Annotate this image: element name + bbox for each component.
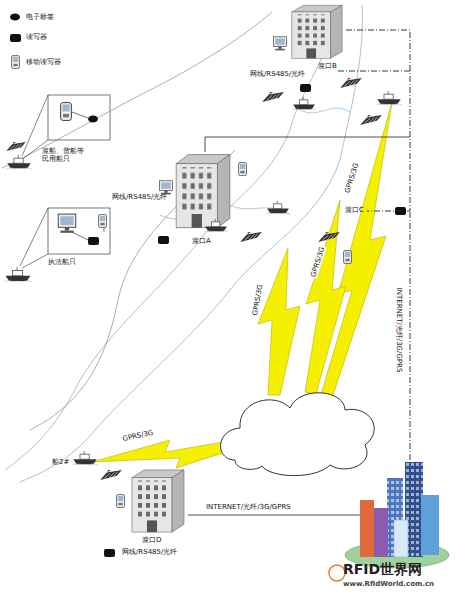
ship-icon bbox=[7, 155, 32, 170]
ship-icon bbox=[266, 201, 289, 215]
wire bbox=[72, 232, 88, 240]
watermark: RFID世界网 bbox=[343, 562, 422, 577]
network-cloud bbox=[221, 393, 375, 476]
reader-symbol bbox=[10, 34, 21, 42]
site-label: 渡口A bbox=[192, 237, 211, 245]
bank-icon bbox=[360, 113, 382, 125]
network-line bbox=[205, 137, 410, 152]
bank-icon bbox=[6, 141, 26, 152]
site-label: 网线/RS485/光纤 bbox=[112, 193, 167, 201]
legend-label: 电子标签 bbox=[26, 13, 54, 21]
computer-icon bbox=[274, 37, 287, 51]
wireless-bolt bbox=[92, 440, 238, 468]
site-label: 渡口B bbox=[318, 62, 337, 70]
callout-box bbox=[48, 95, 110, 140]
site-label: 渡口C bbox=[345, 206, 364, 214]
site-label-group: 渡口D 网线/RS485/光纤 bbox=[110, 536, 179, 558]
network-line bbox=[188, 515, 360, 516]
handheld-symbol bbox=[239, 162, 247, 175]
watermark: www.RfidWorld.com.cn bbox=[343, 580, 434, 588]
site-label: 渡口D bbox=[142, 536, 161, 544]
link-label: INTERNET/光纤/3G/GPRS bbox=[395, 287, 403, 374]
bank-icon bbox=[340, 76, 362, 88]
link-label: GPRS/3G bbox=[121, 428, 155, 443]
handheld-symbol bbox=[117, 494, 125, 507]
city-tower bbox=[394, 520, 408, 557]
legend-label: 读写器 bbox=[26, 33, 47, 41]
network-connector bbox=[338, 71, 410, 211]
legend-label: 移动读写器 bbox=[26, 58, 61, 66]
reader-symbol bbox=[158, 236, 169, 244]
bank-icon bbox=[262, 90, 284, 102]
city-tower bbox=[360, 500, 374, 557]
computer-icon bbox=[58, 214, 76, 233]
wire bbox=[72, 112, 88, 118]
city-tower bbox=[421, 495, 439, 555]
shore-line bbox=[30, 150, 235, 430]
building-icon bbox=[292, 5, 342, 58]
site-label: 网线/RS485/光纤 bbox=[122, 548, 177, 556]
callout-box bbox=[48, 208, 110, 254]
ship-icon bbox=[5, 267, 32, 283]
ship-caption: 渡船、货船等民用船只 bbox=[42, 147, 88, 164]
river-line bbox=[5, 8, 335, 470]
ship-icon bbox=[292, 97, 315, 111]
site-label: 网线/RS485/光纤 bbox=[250, 70, 305, 78]
logo-ring bbox=[329, 565, 345, 581]
wireless-bolt bbox=[305, 200, 346, 394]
reader-symbol bbox=[104, 549, 115, 557]
shore-line bbox=[2, 12, 272, 168]
building-icon bbox=[176, 155, 230, 228]
ship-label: 船2# bbox=[52, 458, 69, 466]
tag-symbol bbox=[10, 14, 20, 21]
bank-icon bbox=[240, 230, 262, 242]
ship-caption: 执法船只 bbox=[48, 258, 76, 266]
wireless-bolt bbox=[258, 248, 300, 395]
callout-pointer bbox=[20, 208, 48, 268]
site-label-group: 网线/RS485/光纤 渡口B bbox=[250, 62, 338, 80]
trunk-line bbox=[410, 212, 411, 462]
link-label: GPRS/3G bbox=[343, 161, 361, 195]
reader-symbol bbox=[88, 237, 99, 245]
building-icon bbox=[132, 470, 184, 532]
handheld-symbol bbox=[61, 103, 72, 121]
ship-icon bbox=[377, 91, 402, 106]
handheld-symbol bbox=[99, 214, 107, 227]
computer-icon bbox=[160, 181, 173, 195]
bank-icon bbox=[100, 468, 122, 480]
ship-icon bbox=[204, 219, 227, 233]
handheld-symbol bbox=[344, 250, 352, 263]
bank-icon bbox=[318, 230, 340, 242]
ship-icon bbox=[73, 451, 98, 466]
handheld-symbol bbox=[12, 55, 20, 68]
city-tower bbox=[374, 508, 388, 557]
link-label: INTERNET/光纤/3G/GPRS bbox=[205, 503, 292, 511]
trunk-line bbox=[346, 30, 410, 71]
tag-symbol bbox=[88, 116, 98, 123]
site-label-group: 渡口C bbox=[345, 206, 365, 216]
site-label-group: 网线/RS485/光纤渡口A bbox=[112, 193, 212, 247]
reader-symbol bbox=[300, 84, 311, 92]
